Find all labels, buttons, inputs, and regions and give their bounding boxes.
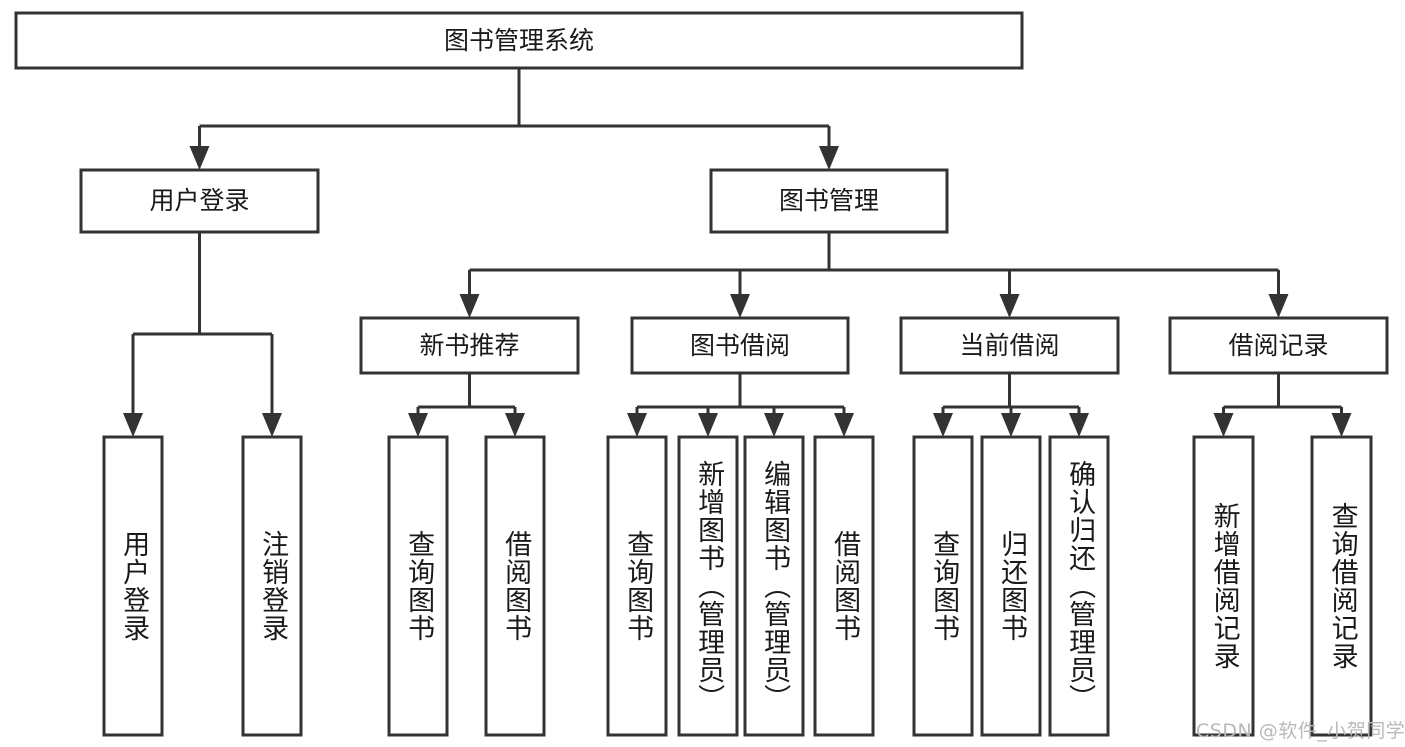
node-leaf-borrow-book-1[interactable] xyxy=(486,437,544,735)
node-box-root xyxy=(14,11,1024,70)
node-leaf-logout[interactable] xyxy=(243,437,301,735)
arrow-head-leaf-add-record xyxy=(1213,413,1234,437)
node-box-new-book-rec xyxy=(359,316,580,375)
node-box-leaf-edit-book xyxy=(743,435,805,737)
node-box-leaf-user-login xyxy=(102,435,164,737)
node-leaf-add-record[interactable] xyxy=(1194,437,1253,735)
arrow-head-leaf-return-book xyxy=(1001,413,1021,437)
node-leaf-query-book-1[interactable] xyxy=(389,437,447,735)
node-leaf-edit-book[interactable] xyxy=(745,437,803,735)
arrow-head-book-manage xyxy=(819,146,839,170)
arrow-head-leaf-user-login xyxy=(123,413,143,437)
node-leaf-borrow-book-2[interactable] xyxy=(815,437,873,735)
node-leaf-confirm-return[interactable] xyxy=(1050,437,1108,735)
node-box-book-borrow xyxy=(630,316,850,375)
node-book-borrow[interactable] xyxy=(632,318,848,373)
node-leaf-return-book[interactable] xyxy=(982,437,1040,735)
arrow-head-leaf-confirm-return xyxy=(1069,413,1089,437)
node-box-leaf-return-book xyxy=(980,435,1042,737)
node-box-leaf-confirm-return xyxy=(1048,435,1110,737)
node-book-manage[interactable] xyxy=(711,170,947,232)
node-box-leaf-add-record xyxy=(1192,435,1255,737)
node-box-leaf-query-book-2 xyxy=(606,435,668,737)
node-leaf-query-record[interactable] xyxy=(1312,437,1371,735)
arrow-head-current-borrow xyxy=(999,294,1020,318)
node-box-leaf-query-book-1 xyxy=(387,435,449,737)
node-box-borrow-record xyxy=(1168,316,1389,375)
node-leaf-query-book-3[interactable] xyxy=(914,437,972,735)
node-box-leaf-borrow-book-2 xyxy=(813,435,875,737)
csdn-watermark: CSDN @软件_小贺同学 xyxy=(1196,720,1405,742)
node-root[interactable] xyxy=(16,13,1022,68)
node-box-current-borrow xyxy=(899,316,1120,375)
arrow-head-book-borrow xyxy=(730,294,750,318)
arrow-head-leaf-query-book-3 xyxy=(933,413,953,437)
arrow-head-user-login xyxy=(189,146,210,170)
node-box-leaf-query-record xyxy=(1310,435,1373,737)
arrow-head-leaf-query-book-1 xyxy=(408,413,428,437)
node-box-leaf-logout xyxy=(241,435,303,737)
node-box-leaf-add-book xyxy=(677,435,739,737)
node-leaf-user-login[interactable] xyxy=(104,437,162,735)
node-leaf-query-book-2[interactable] xyxy=(608,437,666,735)
arrow-head-leaf-query-record xyxy=(1331,413,1352,437)
node-user-login[interactable] xyxy=(81,170,318,232)
arrow-head-leaf-add-book xyxy=(698,413,718,437)
arrow-head-leaf-edit-book xyxy=(764,413,784,437)
node-box-book-manage xyxy=(709,168,949,234)
node-box-leaf-query-book-3 xyxy=(912,435,974,737)
node-leaf-add-book[interactable] xyxy=(679,437,737,735)
node-box-leaf-borrow-book-1 xyxy=(484,435,546,737)
arrow-head-borrow-record xyxy=(1268,294,1289,318)
arrow-head-new-book-rec xyxy=(459,294,480,318)
arrow-head-leaf-borrow-book-2 xyxy=(834,413,854,437)
node-new-book-rec[interactable] xyxy=(361,318,578,373)
arrow-head-leaf-borrow-book-1 xyxy=(505,413,525,437)
node-borrow-record[interactable] xyxy=(1170,318,1387,373)
node-box-user-login xyxy=(79,168,320,234)
arrow-head-leaf-logout xyxy=(262,413,282,437)
node-current-borrow[interactable] xyxy=(901,318,1118,373)
arrow-head-leaf-query-book-2 xyxy=(627,413,647,437)
